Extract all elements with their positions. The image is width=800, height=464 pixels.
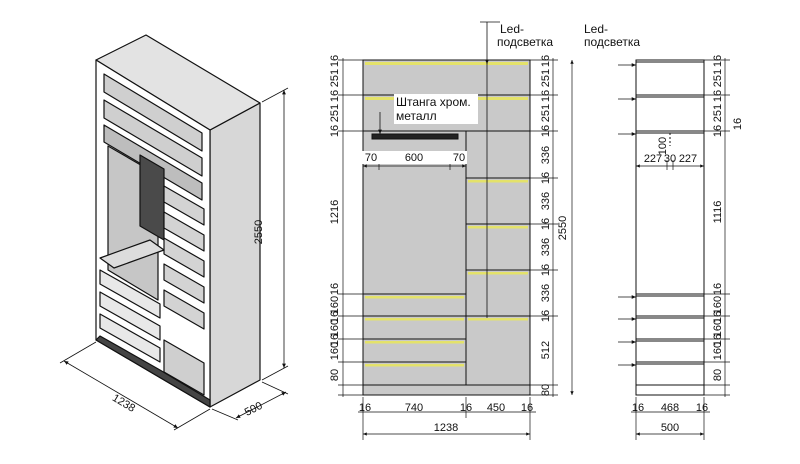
- front-left-dim-6: 16: [329, 283, 341, 295]
- rod-dim-right: 70: [453, 152, 465, 164]
- hinge-dim-left: 227: [644, 153, 662, 165]
- front-right-dim-1: 251: [540, 69, 552, 87]
- side-right-dim-8: 16: [712, 311, 724, 323]
- front-right-dim-7: 336: [540, 192, 552, 210]
- side-view: [635, 59, 705, 396]
- side-bottom-dim-1: 468: [661, 402, 679, 414]
- front-left-dim-1: 251: [329, 69, 341, 87]
- iso-side-panel: [209, 102, 261, 408]
- front-right-dim-4: 16: [540, 125, 552, 137]
- front-left-dim-0: 16: [329, 55, 341, 67]
- side-right-dim-4: 16: [712, 125, 724, 137]
- side-bottom-dim-2: 16: [696, 402, 708, 414]
- front-right-dim-9: 336: [540, 238, 552, 256]
- front-left-dim-12: 80: [329, 369, 341, 381]
- front-bottom-dim-3: 450: [487, 402, 505, 414]
- side-cabinet-outline: [635, 59, 705, 396]
- front-right-dim-5: 336: [540, 146, 552, 164]
- front-led-label-1: Led-: [500, 22, 524, 36]
- isometric-view: [95, 34, 261, 408]
- front-bottom-dim-1: 740: [405, 402, 423, 414]
- front-left-dim-3: 251: [329, 104, 341, 122]
- front-led-leaders: [480, 21, 500, 318]
- rod-label-2: металл: [396, 109, 437, 123]
- hinge-dim-mid: 30: [664, 153, 676, 165]
- front-right-dim-8: 16: [540, 218, 552, 230]
- hinge-dim-right: 227: [679, 153, 697, 165]
- front-bottom-dim-2: 16: [460, 402, 472, 414]
- side-right-dim-10: 16: [712, 334, 724, 346]
- front-bottom-dim-4: 16: [521, 402, 533, 414]
- front-right-dim-0: 16: [540, 55, 552, 67]
- front-left-dim-8: 16: [329, 311, 341, 323]
- side-right-dim-5: 1116: [712, 201, 724, 224]
- front-bottom-dim-0: 16: [359, 402, 371, 414]
- front-left-dim-7: 160: [329, 296, 341, 314]
- front-left-dim-9: 160: [329, 319, 341, 337]
- iso-height-label: 2550: [253, 220, 265, 244]
- side-bottom-dim-chain: [631, 397, 710, 440]
- side-extra-dim: 16: [732, 118, 744, 130]
- rod-dim-mid: 600: [405, 152, 423, 164]
- front-total-height: 2550: [557, 216, 569, 240]
- clothes-rod: [371, 133, 459, 140]
- front-right-dim-2: 16: [540, 90, 552, 102]
- front-right-dim-11: 336: [540, 284, 552, 302]
- rod-label-1: Штанга хром.: [396, 95, 471, 109]
- front-led-label-2: подсветка: [497, 35, 553, 49]
- front-left-dim-5: 1216: [329, 200, 341, 224]
- front-left-dim-10: 16: [329, 334, 341, 346]
- front-bottom-dim-chain: [358, 397, 536, 440]
- rod-dim-left: 70: [365, 152, 377, 164]
- side-right-dim-1: 251: [712, 69, 724, 87]
- hinge-vertical-dim: 100: [657, 137, 669, 155]
- side-bottom-dim-0: 16: [632, 402, 644, 414]
- side-total-depth: 500: [661, 422, 679, 434]
- side-right-dim-11: 160: [712, 342, 724, 360]
- side-right-dim-9: 160: [712, 319, 724, 337]
- iso-width-label: 1238: [110, 392, 137, 415]
- iso-depth-label: 500: [243, 400, 265, 419]
- front-left-dim-chain: [338, 58, 363, 397]
- front-right-dim-12: 16: [540, 310, 552, 322]
- front-right-dim-13: 512: [540, 341, 552, 359]
- front-right-dim-6: 16: [540, 172, 552, 184]
- iso-dimensions: [59, 87, 289, 431]
- front-total-width: 1238: [434, 422, 458, 434]
- front-right-dim-chain: [530, 58, 574, 397]
- side-right-dim-12: 80: [712, 369, 724, 381]
- side-right-dim-6: 16: [712, 283, 724, 295]
- front-left-dim-2: 16: [329, 90, 341, 102]
- side-right-dim-3: 251: [712, 104, 724, 122]
- side-right-dim-7: 160: [712, 296, 724, 314]
- hinge-dim-lines: [636, 160, 704, 170]
- side-led-label-2: подсветка: [584, 35, 640, 49]
- iso-dark-back: [139, 154, 165, 241]
- side-led-arrows: [618, 63, 636, 367]
- front-right-dim-10: 16: [540, 264, 552, 276]
- front-right-dim-3: 251: [540, 104, 552, 122]
- side-right-dim-2: 16: [712, 90, 724, 102]
- side-right-dim-chain: [704, 58, 730, 397]
- side-led-label-1: Led-: [584, 22, 608, 36]
- front-right-dim-14: 80: [540, 384, 552, 396]
- front-left-dim-4: 16: [329, 125, 341, 137]
- front-left-dim-11: 160: [329, 342, 341, 360]
- side-right-dim-0: 16: [712, 55, 724, 67]
